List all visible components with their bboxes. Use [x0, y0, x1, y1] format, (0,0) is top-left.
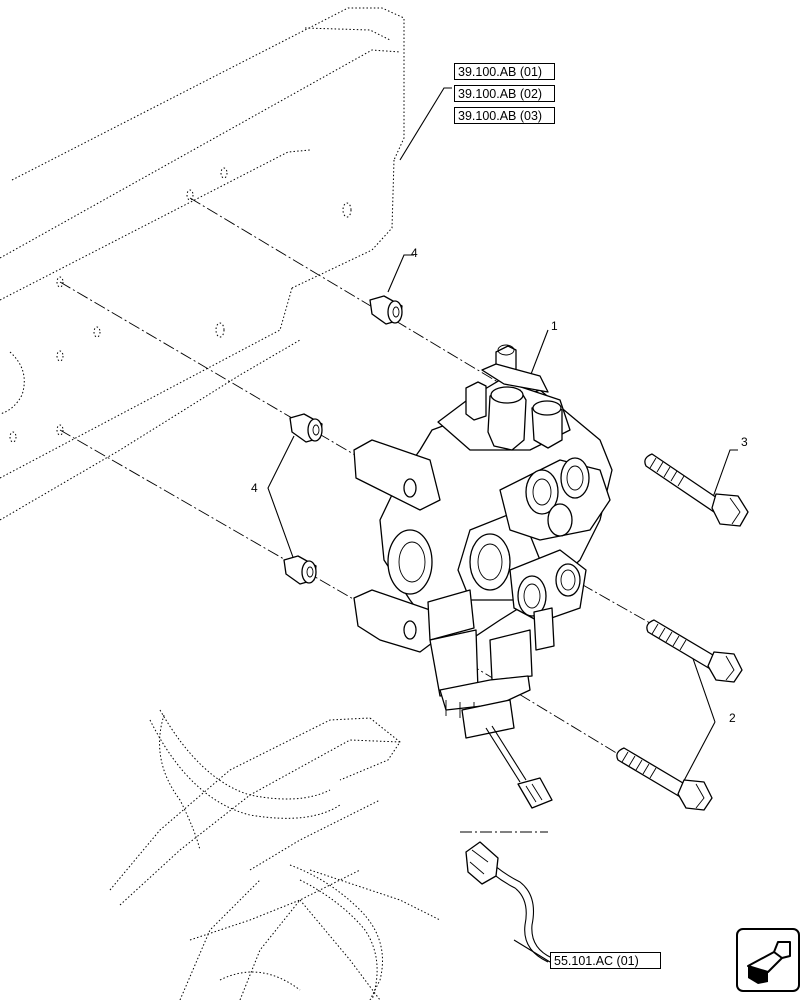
- callout-valve: 1: [551, 319, 558, 333]
- frame-reference-01[interactable]: 39.100.AB (01): [454, 63, 555, 80]
- control-valve: [353, 344, 613, 809]
- frame-reference-02[interactable]: 39.100.AB (02): [454, 85, 555, 102]
- bolt-item-2-upper: [646, 619, 743, 683]
- back-arrow-icon: [747, 941, 791, 984]
- back-navigation-button[interactable]: [736, 928, 800, 992]
- bushing-lower: [283, 555, 317, 585]
- frame-outline: [0, 7, 405, 521]
- callout-bolt-single: 3: [741, 435, 748, 449]
- harness-wire: [465, 841, 553, 963]
- bushing-top: [369, 295, 403, 325]
- bushing-middle: [289, 413, 323, 443]
- callout-bolts: 2: [729, 711, 736, 725]
- bolt-item-2-lower: [616, 747, 713, 811]
- callout-bushing-top: 4: [411, 246, 418, 260]
- callout-bushing-pair: 4: [251, 481, 258, 495]
- bolt-item-3: [644, 453, 749, 527]
- harness-reference[interactable]: 55.101.AC (01): [550, 952, 661, 969]
- lower-hoses-outline: [109, 709, 441, 1000]
- frame-reference-03[interactable]: 39.100.AB (03): [454, 107, 555, 124]
